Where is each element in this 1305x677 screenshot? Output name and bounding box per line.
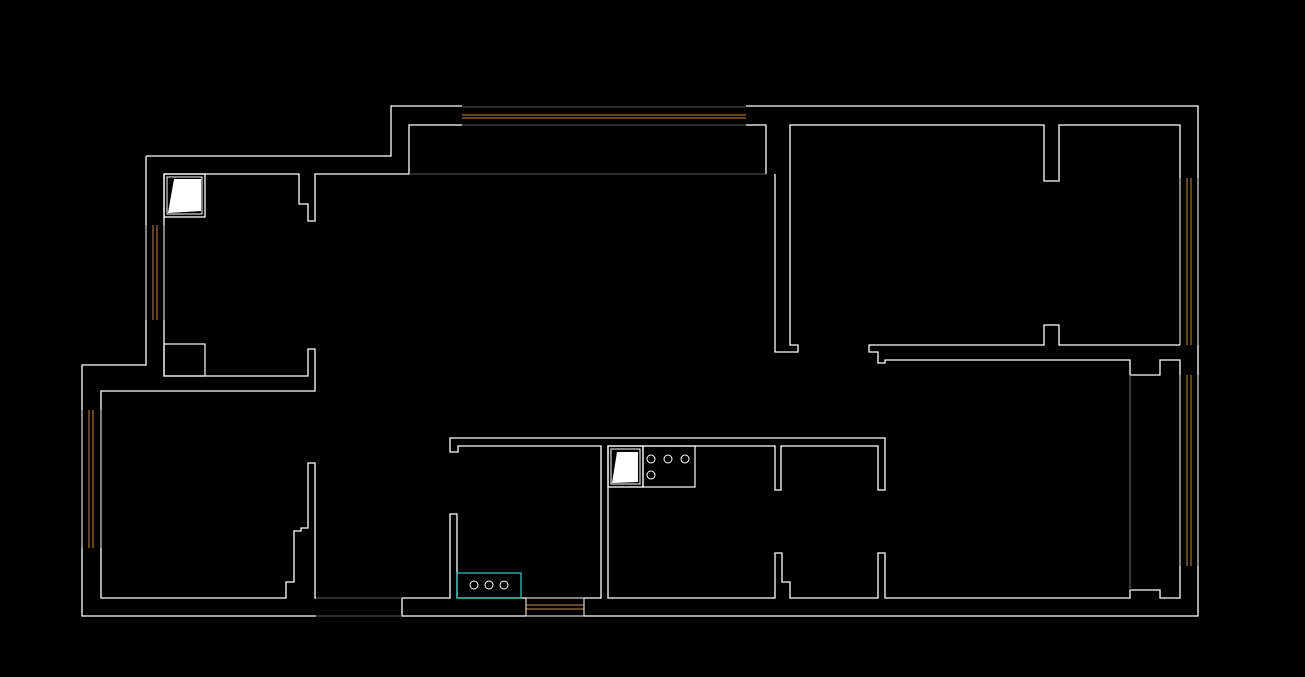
burner-4 xyxy=(646,470,656,480)
shaft-box-top-left xyxy=(163,173,206,218)
wall-top-left-outer xyxy=(146,105,462,157)
openings xyxy=(316,173,766,617)
basin-2 xyxy=(484,580,494,590)
wall-bottom-right-outer xyxy=(584,566,1199,617)
windows xyxy=(81,106,1199,617)
wall-top-left-inner xyxy=(164,124,462,222)
wall-right-inner-middle xyxy=(868,324,1181,376)
wall-bottom-mid-inner xyxy=(402,513,526,599)
fixtures xyxy=(163,173,696,599)
basin-3 xyxy=(499,580,509,590)
wall-bottom-mid xyxy=(401,598,526,617)
outer-walls xyxy=(81,105,1199,617)
stove-top xyxy=(642,445,696,488)
burner-2 xyxy=(663,454,673,464)
shaft-box-kitchen xyxy=(607,445,644,488)
wall-right-inner-upper xyxy=(774,124,1181,353)
burner-1 xyxy=(646,454,656,464)
wall-top-right-inner xyxy=(746,124,767,174)
wall-left-lower-outer xyxy=(81,548,316,617)
wall-left-mid-outer xyxy=(81,320,147,410)
wall-top-right-outer xyxy=(746,105,1199,178)
wall-bottom-right-inner xyxy=(449,437,1181,599)
burner-3 xyxy=(680,454,690,464)
basin-1 xyxy=(469,580,479,590)
wall-left-lower-inner xyxy=(100,462,316,599)
storage-box-left xyxy=(163,343,206,377)
sink-basin xyxy=(456,572,522,599)
